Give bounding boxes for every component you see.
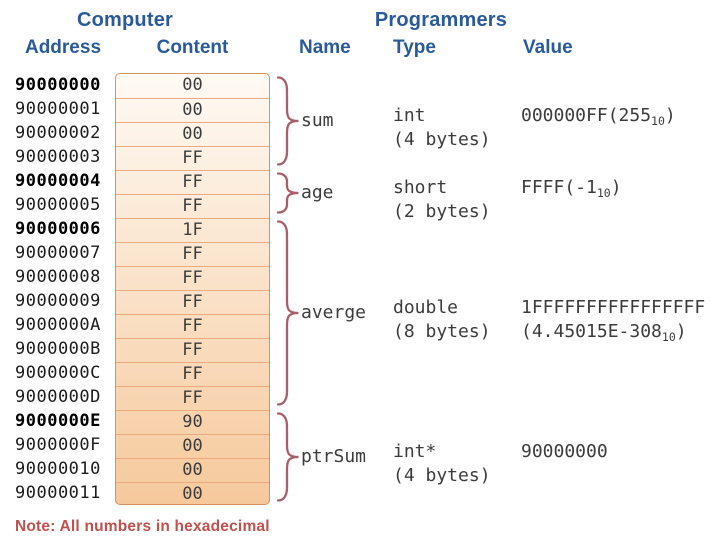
variable-type-line: (4 bytes) xyxy=(393,465,491,486)
memory-byte-cell: FF xyxy=(116,290,269,314)
value-text: ) xyxy=(610,177,622,198)
memory-address: 90000001 xyxy=(15,99,101,119)
memory-address: 90000000 xyxy=(15,75,101,95)
memory-byte-cell: FF xyxy=(116,194,269,218)
memory-address: 90000006 xyxy=(15,219,101,239)
memory-byte-cell: 00 xyxy=(116,98,269,122)
memory-byte-cell: FF xyxy=(116,146,269,170)
memory-address: 9000000B xyxy=(15,339,101,359)
memory-address: 90000010 xyxy=(15,459,101,479)
column-header-name: Name xyxy=(299,37,351,58)
memory-byte-cell: FF xyxy=(116,314,269,338)
memory-byte-cell: FF xyxy=(116,242,269,266)
grouping-brace xyxy=(276,220,299,406)
variable-type-line: (4 bytes) xyxy=(393,129,491,150)
variable-value-line: FFFF(-110) xyxy=(521,176,622,200)
variable-type-line: (8 bytes) xyxy=(393,321,491,342)
address-column: 90000000 90000001 90000002 90000003 90000004… xyxy=(15,73,111,505)
variable-name: sum xyxy=(301,110,334,131)
memory-address: 90000007 xyxy=(15,243,101,263)
grouping-brace xyxy=(276,412,299,502)
value-text: ) xyxy=(675,321,687,342)
variable-name: age xyxy=(301,182,334,203)
variable-type-line: int xyxy=(393,105,426,126)
memory-byte-cell: FF xyxy=(116,362,269,386)
memory-address: 90000002 xyxy=(15,123,101,143)
value-text: FFFF(-1 xyxy=(521,177,597,198)
variable-type-line: double xyxy=(393,297,459,318)
memory-address: 90000005 xyxy=(15,195,101,215)
base-subscript: 10 xyxy=(596,186,611,200)
memory-address: 90000008 xyxy=(15,267,101,287)
column-header-value: Value xyxy=(523,37,573,58)
value-text: 90000000 xyxy=(521,441,608,462)
variable-type-line: short xyxy=(393,177,448,198)
variable-name: averge xyxy=(301,302,367,323)
memory-address: 90000009 xyxy=(15,291,101,311)
hexadecimal-note: Note: All numbers in hexadecimal xyxy=(15,518,270,535)
memory-byte-cell: 00 xyxy=(182,75,203,95)
memory-address: 90000011 xyxy=(15,483,101,503)
memory-address: 90000003 xyxy=(15,147,101,167)
memory-byte-cell: 90 xyxy=(116,410,269,434)
variable-value-line: 000000FF(25510) xyxy=(521,104,676,128)
value-text: 1FFFFFFFFFFFFFFFF xyxy=(521,297,706,318)
grouping-brace xyxy=(276,76,299,166)
memory-address: 9000000C xyxy=(15,363,101,383)
column-header-address: Address xyxy=(24,37,102,58)
variable-value-line: 90000000 xyxy=(521,440,608,464)
memory-byte-cell: FF xyxy=(116,338,269,362)
variable-value-line: 1FFFFFFFFFFFFFFFF xyxy=(521,296,705,320)
memory-byte-cell: FF xyxy=(116,266,269,290)
column-header-type: Type xyxy=(393,37,436,58)
programmers-section-title: Programmers xyxy=(374,9,508,31)
memory-byte-cell: 00 xyxy=(116,458,269,482)
variable-type-line: int* xyxy=(393,441,437,462)
memory-address: 90000004 xyxy=(15,171,101,191)
memory-byte-cell: 00 xyxy=(116,482,269,504)
variable-type-line: (2 bytes) xyxy=(393,201,491,222)
value-text: (4.45015E-308 xyxy=(521,321,662,342)
memory-byte-cell: FF xyxy=(116,170,269,194)
variable-value-line: (4.45015E-30810) xyxy=(521,320,687,344)
memory-byte-cell: FF xyxy=(116,386,269,410)
memory-byte-cell: 00 xyxy=(116,434,269,458)
column-header-content: Content xyxy=(156,37,229,58)
base-subscript: 10 xyxy=(651,114,665,128)
memory-byte-cell: 00 xyxy=(116,122,269,146)
memory-address: 9000000F xyxy=(15,435,101,455)
grouping-brace xyxy=(276,172,299,214)
memory-address: 9000000D xyxy=(15,387,101,407)
base-subscript: 10 xyxy=(661,330,676,344)
variable-name: ptrSum xyxy=(301,446,367,467)
value-text: 000000FF(255 xyxy=(521,105,652,126)
memory-address: 9000000E xyxy=(15,411,101,431)
memory-address: 9000000A xyxy=(15,315,101,335)
memory-byte-cell: 1F xyxy=(116,218,269,242)
computer-section-title: Computer xyxy=(76,9,174,31)
value-text: ) xyxy=(664,105,676,126)
